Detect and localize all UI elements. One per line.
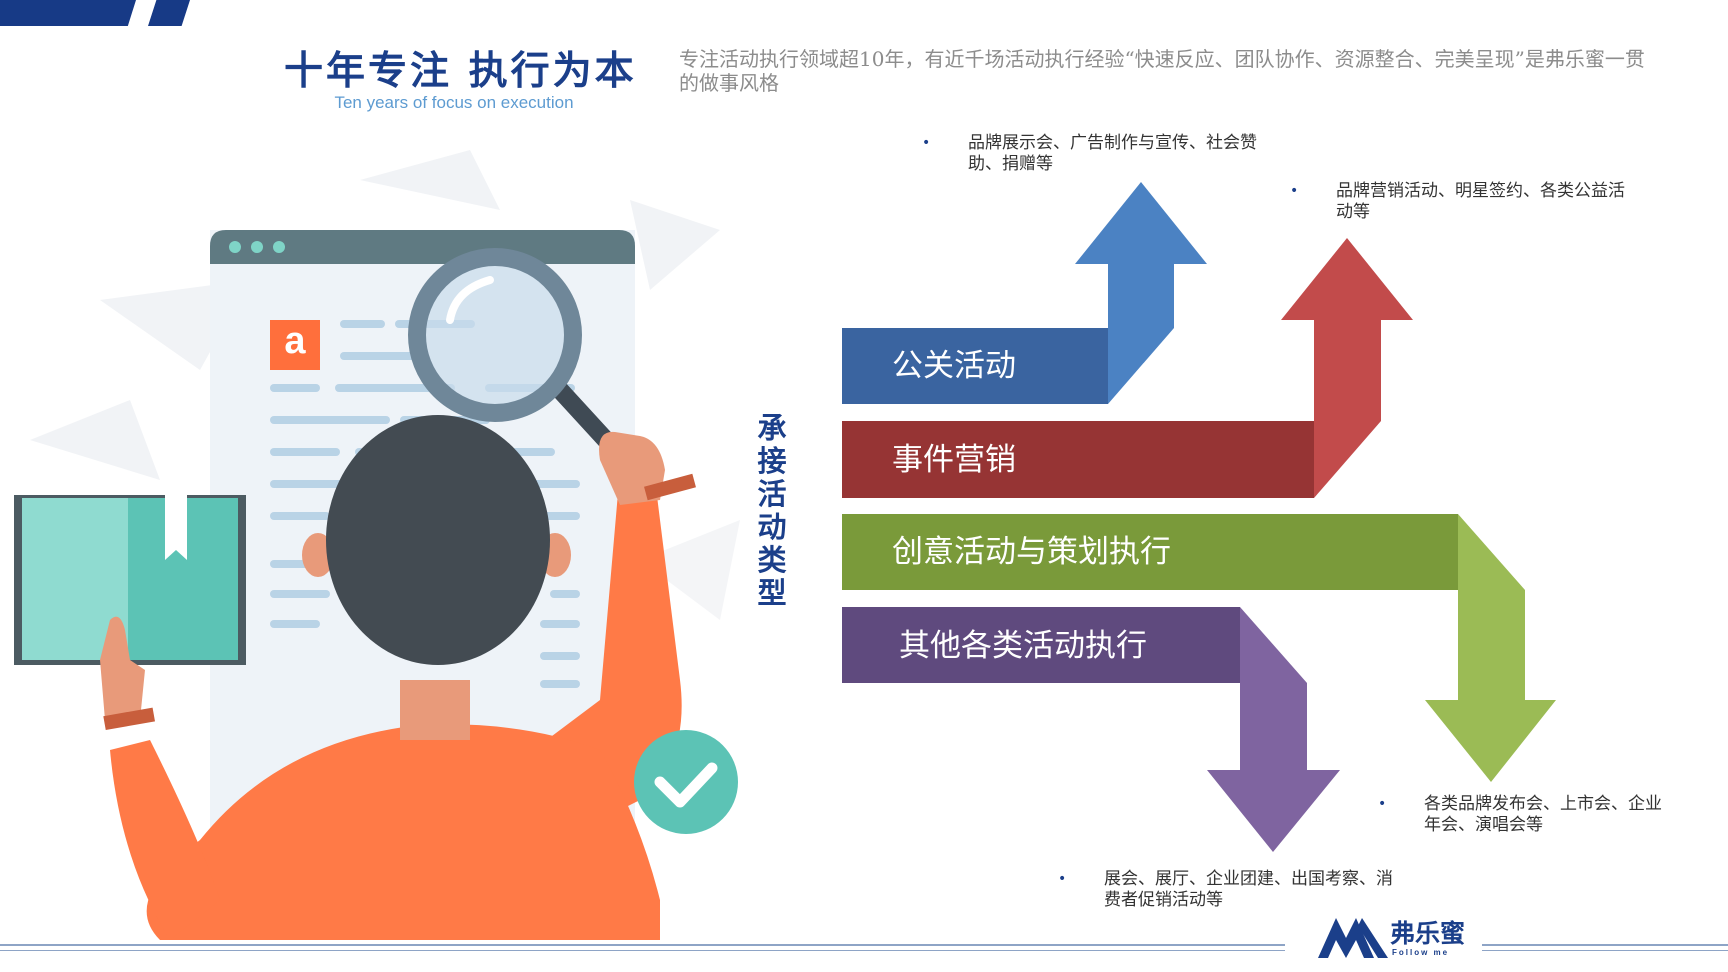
person-cuff	[644, 473, 696, 501]
window-dot	[273, 241, 285, 253]
footer-line-left	[0, 950, 1285, 951]
page-title: 十年专注 执行为本	[284, 49, 637, 94]
window-dot	[251, 241, 263, 253]
bullet: •	[1290, 183, 1299, 199]
person-body	[146, 724, 660, 940]
book-bookmark	[165, 495, 187, 560]
footer-line-right	[1482, 950, 1728, 951]
bullet: •	[1378, 796, 1387, 812]
band-event	[842, 421, 1314, 498]
footer-line-left	[0, 944, 1285, 946]
note-event: • 品牌营销活动、明星签约、各类公益活动等	[1290, 181, 1636, 223]
note-text: 展会、展厅、企业团建、出国考察、消费者促销活动等	[1104, 869, 1393, 910]
person-ear	[302, 533, 334, 577]
bullet: •	[922, 135, 931, 151]
lens-shine	[446, 276, 494, 324]
band-label-pr: 公关活动	[892, 348, 1016, 384]
band-pr	[842, 328, 1108, 404]
band-label-other: 其他各类活动执行	[899, 628, 1147, 664]
note-text: 品牌营销活动、明星签约、各类公益活动等	[1336, 181, 1625, 222]
note-pr: • 品牌展示会、广告制作与宣传、社会赞助、捐赠等	[922, 133, 1268, 175]
person-hand-left	[100, 616, 145, 720]
bg-cloud	[640, 520, 740, 620]
arrow-creative-head	[1425, 700, 1556, 782]
arrow-pr-head	[1075, 182, 1207, 264]
band-other	[842, 607, 1240, 683]
check-icon	[654, 762, 718, 808]
arrow-event-head	[1281, 238, 1413, 320]
arrow-pr	[1108, 262, 1174, 404]
person-cuff	[103, 707, 155, 731]
brand-name: 弗乐蜜	[1390, 919, 1466, 948]
window-dot	[229, 241, 241, 253]
note-other: • 展会、展厅、企业团建、出国考察、消费者促销活动等	[1058, 869, 1394, 911]
corner-bar-left	[0, 0, 136, 26]
section-title: 承接活动类型	[757, 411, 787, 610]
page-icon	[270, 320, 320, 370]
note-creative: • 各类品牌发布会、上市会、企业年会、演唱会等	[1378, 794, 1669, 836]
illustration	[14, 150, 740, 940]
arrow-event	[1314, 318, 1381, 498]
brand-slogan: Follow me	[1392, 948, 1450, 957]
band-label-creative: 创意活动与策划执行	[892, 534, 1171, 570]
page-subtitle: Ten years of focus on execution	[334, 93, 574, 112]
check-badge	[634, 730, 738, 834]
magnifier-lens	[408, 248, 582, 422]
bg-cloud	[630, 200, 720, 290]
arrow-creative	[1458, 514, 1525, 702]
brand-logo-icon	[1318, 918, 1388, 958]
page-icon-letter: a	[284, 320, 306, 362]
note-text: 品牌展示会、广告制作与宣传、社会赞助、捐赠等	[968, 133, 1257, 174]
intro-paragraph: 专注活动执行领域超10年，有近千场活动执行经验“快速反应、团队协作、资源整合、完…	[679, 47, 1645, 95]
bg-cloud	[30, 400, 160, 480]
bullet: •	[1058, 871, 1067, 887]
bg-cloud	[360, 150, 500, 210]
arrow-other	[1240, 607, 1307, 772]
arrow-other-head	[1207, 770, 1340, 852]
person-head	[326, 415, 550, 665]
band-creative	[842, 514, 1458, 590]
band-label-event: 事件营销	[892, 442, 1016, 478]
footer-line-right	[1482, 944, 1728, 946]
person-neck	[400, 680, 470, 740]
note-text: 各类品牌发布会、上市会、企业年会、演唱会等	[1424, 794, 1662, 835]
person-arm-left	[110, 740, 220, 940]
